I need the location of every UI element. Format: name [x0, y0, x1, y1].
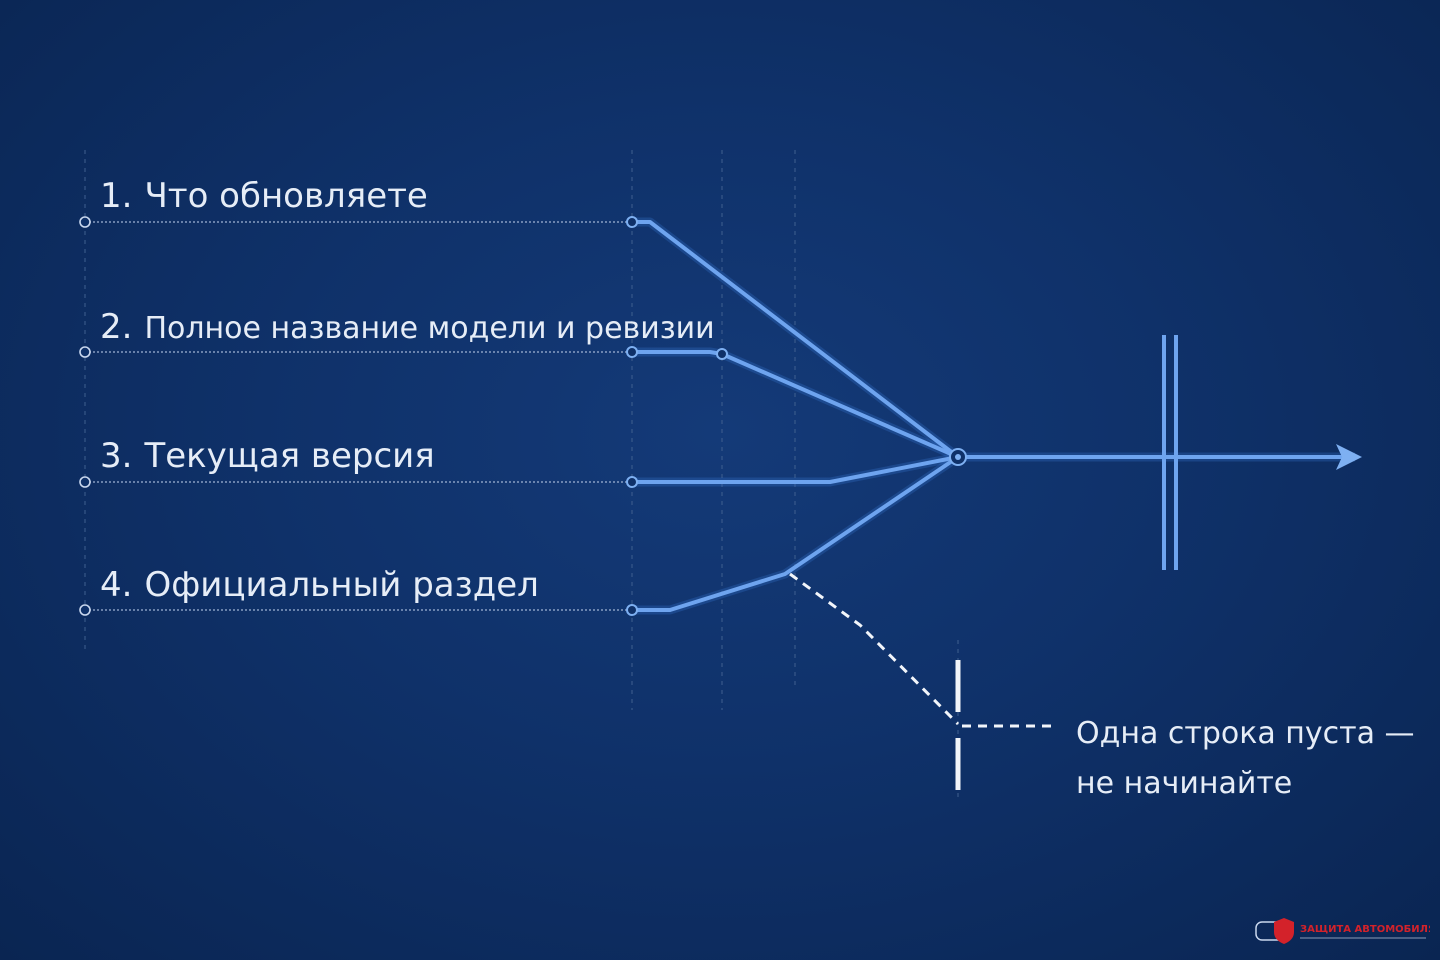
row-end-node-2 [626, 346, 638, 358]
flow-line-2 [630, 350, 960, 459]
row-end-node-4 [626, 604, 638, 616]
row-start-node-3 [79, 476, 91, 488]
input-label-3: 3.Текущая версия [100, 436, 435, 476]
output-arrow-icon [1336, 444, 1362, 470]
input-label-2: 2.Полное название модели и ревизии [100, 307, 715, 347]
flow-glow-3 [632, 452, 959, 487]
brand-logo: ЗАЩИТА АВТОМОБИЛЯ [1255, 918, 1430, 944]
row-start-node-2 [79, 346, 91, 358]
row-start-node-4 [79, 604, 91, 616]
brand-logo-text: ЗАЩИТА АВТОМОБИЛЯ [1300, 924, 1430, 935]
note-line-1: Одна строка пуста — [1076, 716, 1415, 751]
note-line-2: не начинайте [1076, 766, 1292, 801]
row-end-node-3 [626, 476, 638, 488]
flow-line-3 [630, 455, 960, 484]
row-mid-node-2 [716, 348, 728, 360]
row-end-node-1 [626, 216, 638, 228]
flow-line-4 [630, 455, 960, 612]
input-label-4: 4.Официальный раздел [100, 565, 539, 605]
input-label-1: 1.Что обновляете [100, 176, 428, 216]
row-start-node-1 [79, 216, 91, 228]
empty-branch-dashed-line [789, 572, 960, 726]
shield-icon [1274, 918, 1294, 944]
merge-node-center [955, 454, 961, 460]
